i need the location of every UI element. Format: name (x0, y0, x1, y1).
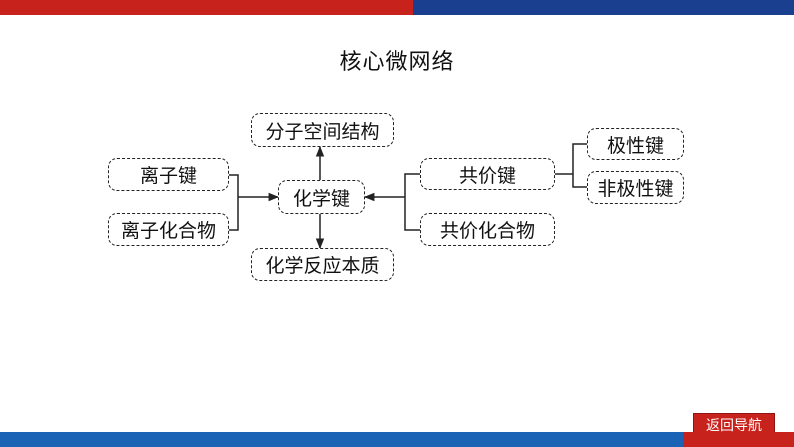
node-ionic-compound: 离子化合物 (108, 213, 229, 246)
page-title: 核心微网络 (339, 50, 455, 75)
node-covalent-compound: 共价化合物 (420, 213, 555, 246)
node-ionic-bond: 离子键 (108, 158, 229, 191)
node-chemical-bond: 化学键 (278, 180, 365, 214)
node-covalent-bond: 共价键 (420, 158, 555, 190)
bottom-decor-bar (0, 432, 794, 447)
node-reaction-essence: 化学反应本质 (251, 248, 394, 281)
node-nonpolar-bond: 非极性键 (587, 171, 684, 204)
node-polar-bond: 极性键 (587, 128, 684, 160)
right-bracket (404, 173, 420, 231)
far-right-bracket (572, 143, 587, 188)
left-bracket (229, 174, 239, 231)
node-molecular-structure: 分子空间结构 (251, 113, 394, 147)
top-decor-bar (0, 0, 794, 15)
